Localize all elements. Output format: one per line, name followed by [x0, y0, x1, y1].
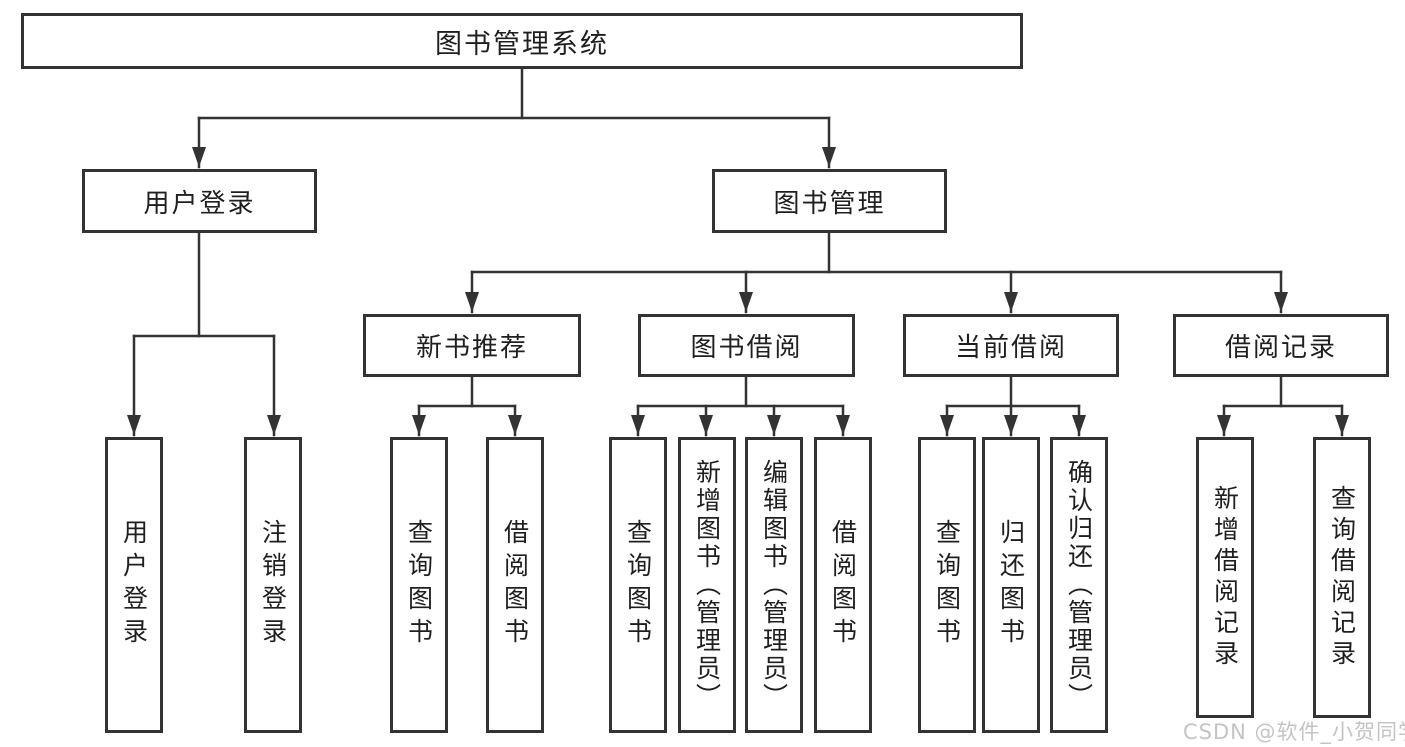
node-book-borrow: 图书借阅: [638, 314, 855, 377]
node-leaf-query-books-current: 查询图书: [918, 437, 976, 733]
node-leaf-borrow-books: 借阅图书: [814, 437, 872, 733]
node-user-login: 用户登录: [82, 169, 317, 233]
node-leaf-logout: 注销登录: [244, 437, 302, 733]
node-leaf-query-books-recommend: 查询图书: [390, 437, 448, 733]
node-leaf-user-login: 用户登录: [105, 437, 163, 733]
csdn-watermark: CSDN @软件_小贺同学: [1183, 720, 1405, 744]
node-borrow-records: 借阅记录: [1173, 314, 1389, 377]
node-current-borrow: 当前借阅: [903, 314, 1119, 377]
node-leaf-add-book-admin: 新增图书（管理员）: [678, 437, 736, 733]
node-new-book-recommend: 新书推荐: [363, 314, 581, 377]
node-leaf-add-borrow-record: 新增借阅记录: [1196, 437, 1254, 718]
node-leaf-query-books-borrow: 查询图书: [609, 437, 667, 733]
node-leaf-confirm-return-admin: 确认归还（管理员）: [1050, 437, 1108, 733]
node-leaf-edit-book-admin: 编辑图书（管理员）: [745, 437, 803, 733]
node-leaf-query-borrow-record: 查询借阅记录: [1313, 437, 1371, 718]
node-book-management: 图书管理: [712, 169, 947, 233]
node-root-system: 图书管理系统: [21, 13, 1023, 69]
node-leaf-borrow-books-recommend: 借阅图书: [486, 437, 544, 733]
node-leaf-return-books: 归还图书: [982, 437, 1040, 733]
